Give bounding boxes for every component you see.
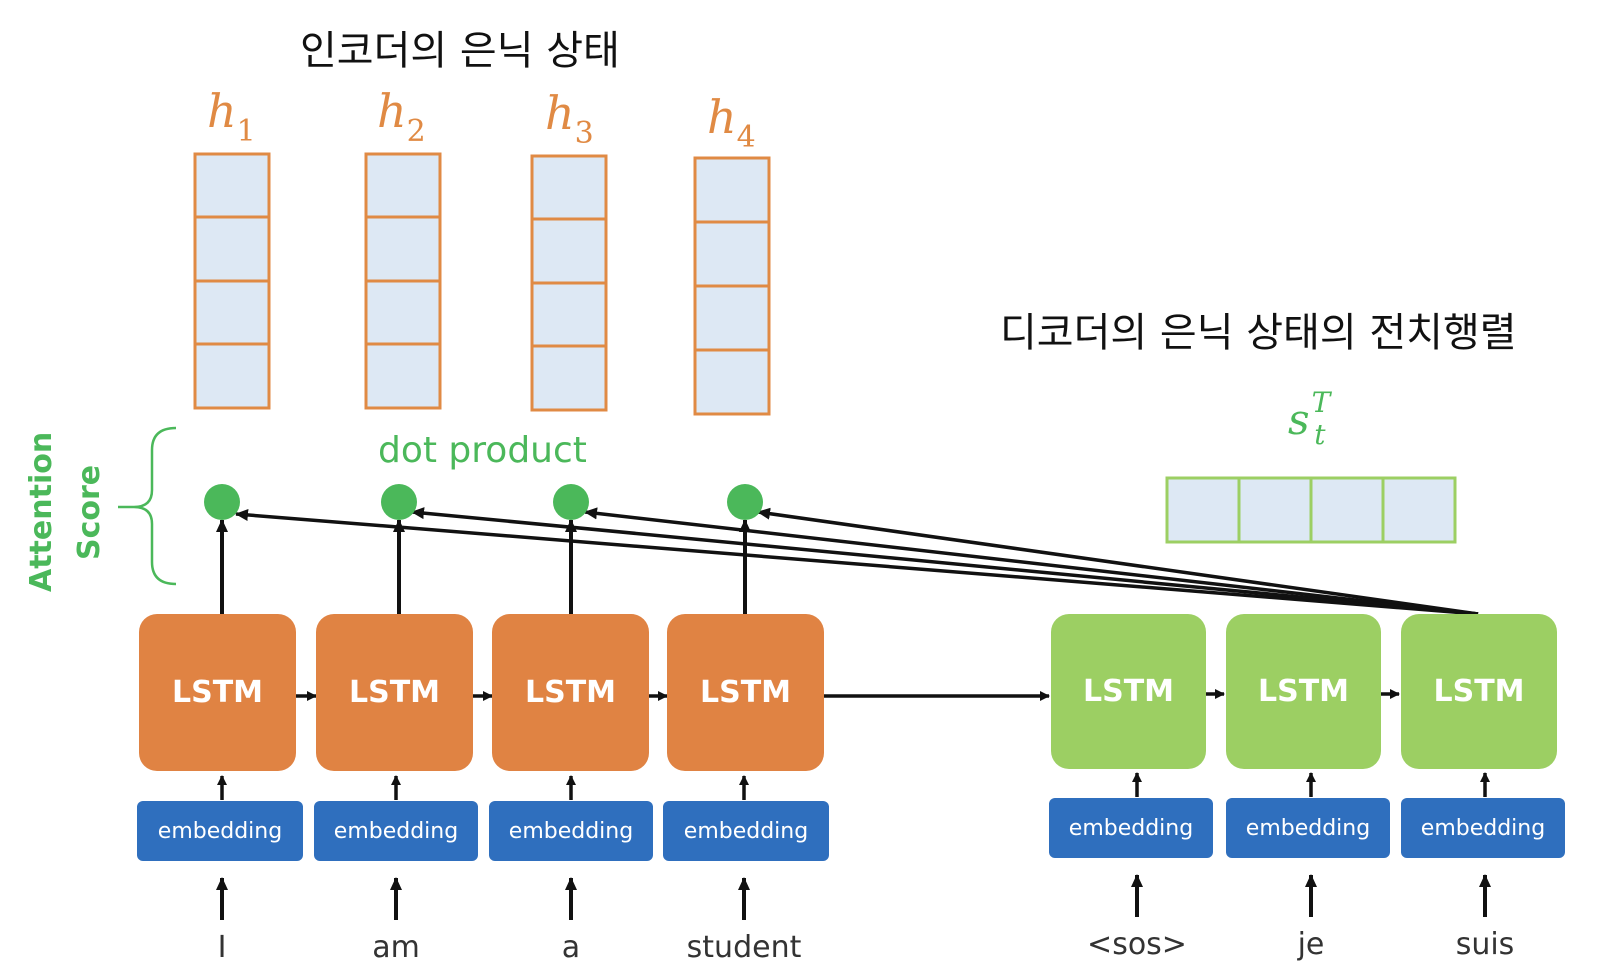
attention-brace bbox=[133, 426, 177, 586]
encoder-input-word: I bbox=[217, 930, 227, 965]
input-arrows bbox=[216, 874, 1491, 920]
decoder-input-word: suis bbox=[1455, 927, 1515, 962]
encoder-embedding-1: embedding bbox=[137, 801, 303, 861]
encoder-input-word: am bbox=[372, 930, 420, 965]
encoder-lstm-3: LSTM bbox=[492, 614, 649, 771]
hidden-vector-h4 bbox=[693, 156, 771, 416]
decoder-transpose-title: 디코더의 은닉 상태의 전치행렬 bbox=[1000, 310, 1517, 356]
embedding-arrows bbox=[217, 772, 1490, 800]
attention-score-label: Attention Score bbox=[24, 431, 107, 592]
encoder-input-word: a bbox=[561, 930, 581, 965]
decoder-input-word: je bbox=[1297, 927, 1325, 962]
decoder-embedding-2: embedding bbox=[1226, 798, 1390, 858]
h2-label: h2 bbox=[377, 84, 426, 150]
encoder-input-word: student bbox=[686, 930, 802, 965]
decoder-lstm-1: LSTM bbox=[1051, 614, 1206, 769]
decoder-transpose-vector bbox=[1165, 476, 1457, 544]
hidden-vector-h3 bbox=[530, 154, 608, 412]
hidden-vector-h2 bbox=[364, 152, 442, 410]
decoder-lstm-3: LSTM bbox=[1401, 614, 1557, 769]
score-arrows bbox=[216, 519, 751, 614]
encoder-lstm-1: LSTM bbox=[139, 614, 296, 771]
encoder-lstm-2: LSTM bbox=[316, 614, 473, 771]
attention-score-dots bbox=[204, 484, 763, 520]
hidden-vector-h1 bbox=[193, 152, 271, 410]
encoder-states-title: 인코더의 은닉 상태 bbox=[300, 28, 620, 74]
dot-product-lines bbox=[235, 507, 1479, 616]
recurrent-arrows bbox=[295, 689, 1400, 701]
decoder-input-word: <sos> bbox=[1087, 927, 1187, 962]
h3-label: h3 bbox=[545, 86, 594, 152]
decoder-lstm-2: LSTM bbox=[1226, 614, 1381, 769]
encoder-embedding-3: embedding bbox=[489, 801, 653, 861]
decoder-embedding-3: embedding bbox=[1401, 798, 1565, 858]
encoder-embedding-2: embedding bbox=[314, 801, 478, 861]
dot-product-label: dot product bbox=[378, 430, 587, 471]
decoder-embedding-1: embedding bbox=[1049, 798, 1213, 858]
encoder-lstm-4: LSTM bbox=[667, 614, 824, 771]
encoder-embedding-4: embedding bbox=[663, 801, 829, 861]
h4-label: h4 bbox=[707, 90, 756, 156]
h1-label: h1 bbox=[207, 84, 256, 150]
decoder-state-label: sTt bbox=[1288, 386, 1331, 451]
